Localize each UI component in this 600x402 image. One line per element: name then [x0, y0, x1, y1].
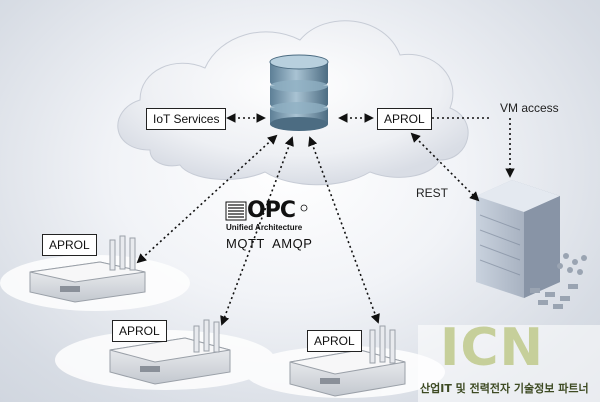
iot-services-node: IoT Services — [146, 108, 227, 130]
aprol-cloud-label: APROL — [384, 112, 425, 126]
aprol-cloud-node: APROL — [377, 108, 432, 130]
rest-label: REST — [416, 186, 449, 200]
mqtt-amqp-label: MQTT AMQP — [226, 236, 313, 251]
aprol-left-bottom-node: APROL — [112, 320, 167, 342]
opc-logo-text: OPC — [247, 198, 296, 223]
aprol-left-top-label: APROL — [49, 238, 90, 252]
opc-logo-icon — [225, 201, 308, 221]
aprol-right-bottom-label: APROL — [314, 334, 355, 348]
vm-access-label: VM access — [500, 101, 559, 115]
aprol-left-bottom-label: APROL — [119, 324, 160, 338]
server-building-icon — [476, 180, 560, 298]
aprol-right-bottom-node: APROL — [307, 330, 362, 352]
users-cluster-icon — [530, 253, 587, 309]
aprol-left-top-node: APROL — [42, 234, 97, 256]
icn-tagline: 산업IT 및 전력전자 기술정보 파트너 — [420, 382, 589, 395]
factory-icon-right-bottom — [289, 325, 406, 397]
connectors — [136, 113, 515, 326]
opc-subtitle: Unified Architecture — [226, 223, 303, 232]
database-icon — [269, 54, 329, 131]
link-aprol-rest — [410, 132, 480, 202]
factory-icon-left-bottom — [109, 319, 231, 385]
factory-icon-left-top — [29, 235, 146, 303]
icn-brand-logo: ICN — [440, 318, 545, 378]
link-db-factory-lb — [220, 136, 294, 326]
iot-services-label: IoT Services — [153, 112, 220, 126]
icn-watermark-bg — [418, 325, 600, 402]
